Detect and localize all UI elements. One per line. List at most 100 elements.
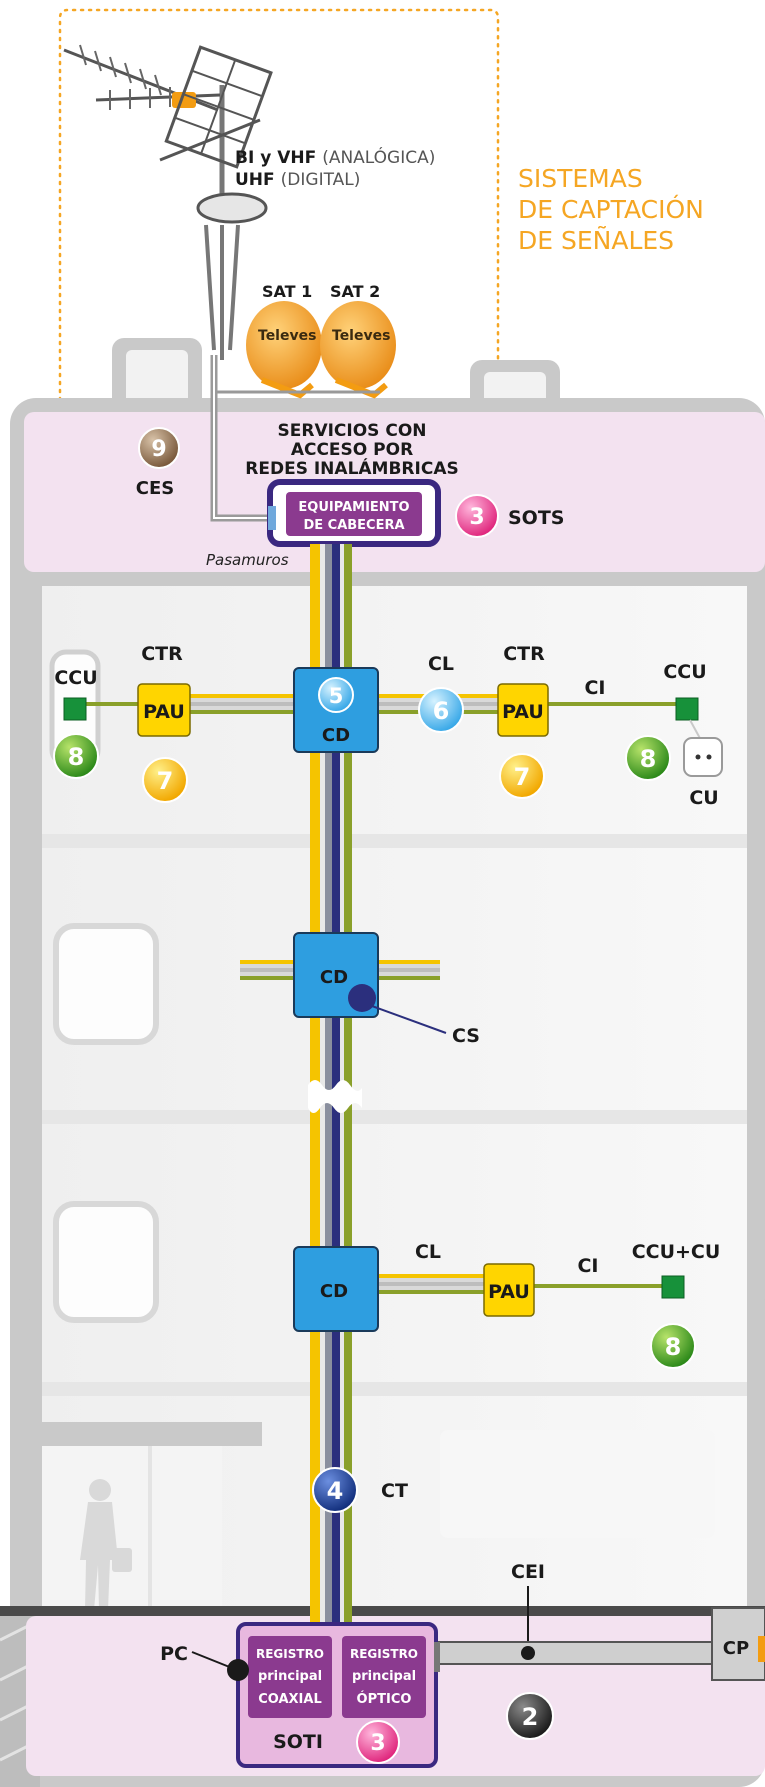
ces-label: CES bbox=[136, 478, 174, 499]
badge-8-left bbox=[53, 733, 99, 779]
svg-text:6: 6 bbox=[433, 697, 450, 725]
cu-label: CU bbox=[689, 787, 718, 809]
badge-8-right bbox=[625, 735, 671, 781]
cs-point bbox=[348, 984, 376, 1012]
pau-left bbox=[137, 683, 191, 737]
cei-conduit bbox=[435, 1641, 715, 1665]
satellite-dish-2: Televes bbox=[320, 301, 396, 399]
antenna-bands-line1: BI y VHF(ANALÓGICA) bbox=[235, 146, 435, 168]
pau-right-label: PAU bbox=[502, 701, 544, 723]
svg-text:ÓPTICO: ÓPTICO bbox=[357, 1691, 412, 1707]
cs-label: CS bbox=[452, 1025, 480, 1047]
cd-floor3-label: CD bbox=[320, 1281, 348, 1302]
capture-title-line2: DE CAPTACIÓN bbox=[518, 194, 704, 224]
pasamuros-label: Pasamuros bbox=[206, 551, 289, 569]
svg-text:8: 8 bbox=[640, 745, 657, 773]
floor2-horizontal-cables bbox=[240, 960, 440, 980]
svg-text:5: 5 bbox=[329, 684, 344, 708]
user-outlet-icon bbox=[683, 737, 723, 777]
registro-coaxial bbox=[248, 1636, 332, 1718]
pau-left-label: PAU bbox=[143, 701, 185, 723]
svg-text:principal: principal bbox=[352, 1669, 416, 1684]
floor-separator-2 bbox=[42, 1110, 747, 1124]
ci-floor1-label: CI bbox=[584, 677, 605, 699]
pau-floor3-label: PAU bbox=[488, 1281, 530, 1303]
cl-floor3-label: CL bbox=[415, 1241, 441, 1263]
svg-text:9: 9 bbox=[151, 437, 166, 462]
ccu-cu-floor3 bbox=[661, 1275, 685, 1299]
svg-text:2: 2 bbox=[522, 1703, 539, 1731]
ground-line bbox=[0, 1606, 765, 1616]
pc-label: PC bbox=[160, 1643, 188, 1665]
ci-floor3-label: CI bbox=[577, 1255, 598, 1277]
soti-label: SOTI bbox=[273, 1731, 323, 1753]
svg-text:4: 4 bbox=[327, 1477, 344, 1505]
svg-text:3: 3 bbox=[370, 1731, 385, 1756]
svg-text:Televes: Televes bbox=[258, 328, 316, 344]
pau-right bbox=[497, 683, 549, 737]
cd-floor3 bbox=[293, 1246, 379, 1332]
headend-line1: EQUIPAMIENTO bbox=[298, 500, 409, 515]
pc-point bbox=[227, 1659, 249, 1681]
svg-text:principal: principal bbox=[258, 1669, 322, 1684]
svg-text:REGISTRO: REGISTRO bbox=[256, 1647, 324, 1661]
amplifier bbox=[196, 192, 268, 224]
services-line2: ACCESO POR bbox=[291, 440, 413, 460]
ccu-right bbox=[675, 697, 699, 721]
cp-label: CP bbox=[723, 1638, 749, 1659]
ctr-left-label: CTR bbox=[141, 643, 183, 665]
cei-label: CEI bbox=[511, 1561, 545, 1583]
antenna-bands-line2: UHF(DIGITAL) bbox=[235, 170, 360, 190]
ct-label: CT bbox=[381, 1480, 408, 1502]
svg-text:COAXIAL: COAXIAL bbox=[258, 1692, 322, 1707]
ccu-left bbox=[63, 697, 87, 721]
floor3-horizontal-cables bbox=[376, 1274, 672, 1294]
headend-equipment bbox=[286, 492, 422, 536]
window bbox=[53, 923, 159, 1045]
svg-text:3: 3 bbox=[469, 505, 484, 530]
badge-5 bbox=[318, 677, 354, 713]
entrance-glass bbox=[42, 1446, 222, 1616]
services-line3: REDES INALÁMBRICAS bbox=[245, 457, 458, 479]
ct-badge bbox=[312, 1467, 358, 1513]
floor-separator-3 bbox=[42, 1382, 747, 1396]
svg-text:Televes: Televes bbox=[332, 328, 390, 344]
sots-label: SOTS bbox=[508, 507, 564, 529]
svg-text:8: 8 bbox=[665, 1333, 682, 1361]
svg-text:7: 7 bbox=[157, 767, 174, 795]
entrance-awning bbox=[14, 1422, 262, 1446]
soti-badge bbox=[356, 1720, 400, 1764]
badge-6 bbox=[418, 687, 464, 733]
person-silhouette bbox=[80, 1479, 132, 1610]
services-line1: SERVICIOS CON bbox=[278, 421, 427, 441]
badge-2 bbox=[506, 1692, 554, 1740]
capture-area-frame bbox=[58, 8, 500, 402]
capture-title-line1: SISTEMAS bbox=[518, 164, 643, 193]
window bbox=[53, 1201, 159, 1323]
ccu-left-label: CCU bbox=[54, 667, 97, 689]
floor-separator-1 bbox=[42, 834, 747, 848]
satellite-dish-1: Televes bbox=[246, 301, 322, 399]
cp-box bbox=[711, 1607, 765, 1681]
ctr-right-label: CTR bbox=[503, 643, 545, 665]
pau-floor3 bbox=[483, 1263, 535, 1317]
badge-8-floor3 bbox=[650, 1323, 696, 1369]
sat2-label: SAT 2 bbox=[330, 282, 380, 301]
sots-badge bbox=[455, 494, 499, 538]
sat1-label: SAT 1 bbox=[262, 282, 312, 301]
cd-floor1-label: CD bbox=[322, 725, 350, 746]
badge-7-left bbox=[142, 757, 188, 803]
svg-text:8: 8 bbox=[68, 743, 85, 771]
ccu-right-label: CCU bbox=[663, 661, 706, 683]
ces-badge bbox=[138, 427, 180, 469]
ccu-cu-label: CCU+CU bbox=[632, 1241, 721, 1263]
badge-7-right bbox=[499, 753, 545, 799]
riser-break bbox=[308, 1080, 362, 1113]
capture-title-line3: DE SEÑALES bbox=[518, 225, 674, 255]
terrestrial-antenna bbox=[63, 44, 273, 360]
svg-text:7: 7 bbox=[514, 763, 531, 791]
svg-text:REGISTRO: REGISTRO bbox=[350, 1647, 418, 1661]
cd-floor2-label: CD bbox=[320, 967, 348, 988]
headend-line2: DE CABECERA bbox=[303, 518, 404, 533]
